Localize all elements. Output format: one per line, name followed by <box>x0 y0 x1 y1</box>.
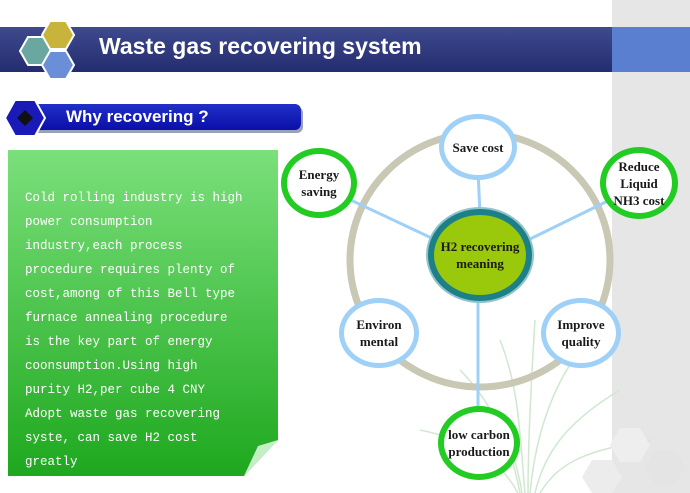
connector-line <box>527 193 621 242</box>
green-text-panel <box>8 150 278 476</box>
node-label-line: quality <box>561 334 601 349</box>
header-band <box>0 27 612 72</box>
panel-line: industry,each process <box>25 239 183 253</box>
diamond-icon <box>3 99 47 137</box>
node-label-line: Reduce <box>618 158 660 174</box>
node-label-line: Environ <box>356 317 402 332</box>
panel-line: is the key part of energy <box>25 335 213 349</box>
node-label-line: Improve <box>557 317 605 332</box>
panel-line: procedure requires plenty of <box>25 263 236 277</box>
center-label-line2: meaning <box>456 256 504 271</box>
node-label-line: mental <box>359 334 399 349</box>
center-label-line1: H2 recovering <box>440 239 520 254</box>
node-environmental: Environ mental <box>339 298 419 368</box>
node-label-line: Liquid <box>620 175 658 191</box>
panel-line: greatly <box>25 455 78 469</box>
node-label: Save cost <box>452 139 504 155</box>
section-bar <box>26 104 301 130</box>
hexagon-logo-icon <box>18 20 76 80</box>
node-reduce-nh3: Reduce Liquid NH3 cost <box>600 147 678 219</box>
right-decor-strip <box>612 0 690 493</box>
panel-line: syste, can save H2 cost <box>25 431 198 445</box>
grass-decoration <box>419 319 651 493</box>
panel-line: purity H2,per cube 4 CNY <box>25 383 206 397</box>
node-label-line: low carbon <box>448 427 510 442</box>
page-title: Waste gas recovering system <box>99 33 422 59</box>
node-energy-saving: Energy saving <box>281 148 357 218</box>
section-title: Why recovering ? <box>66 107 209 126</box>
node-label-line: NH3 cost <box>613 192 665 208</box>
panel-line: power consumption <box>25 215 153 229</box>
node-label-line: production <box>448 444 510 459</box>
panel-line: Adopt waste gas recovering <box>25 407 221 421</box>
node-improve-quality: Improve quality <box>541 298 621 368</box>
panel-line: coonsumption.Using high <box>25 359 198 373</box>
header-accent <box>612 27 690 72</box>
node-save-cost: Save cost <box>439 114 517 180</box>
node-label-line: saving <box>301 184 337 199</box>
panel-line: Cold rolling industry is high <box>25 191 243 205</box>
panel-line: furnace annealing procedure <box>25 311 228 325</box>
panel-line: cost,among of this Bell type <box>25 287 236 301</box>
panel-text: Cold rolling industry is high power cons… <box>25 186 275 474</box>
center-node: H2 recovering meaning <box>428 209 532 301</box>
node-low-carbon: low carbon production <box>438 406 520 480</box>
hexagon-decoration <box>582 428 685 493</box>
connector-line <box>339 193 441 244</box>
node-label-line: Energy <box>298 167 340 182</box>
